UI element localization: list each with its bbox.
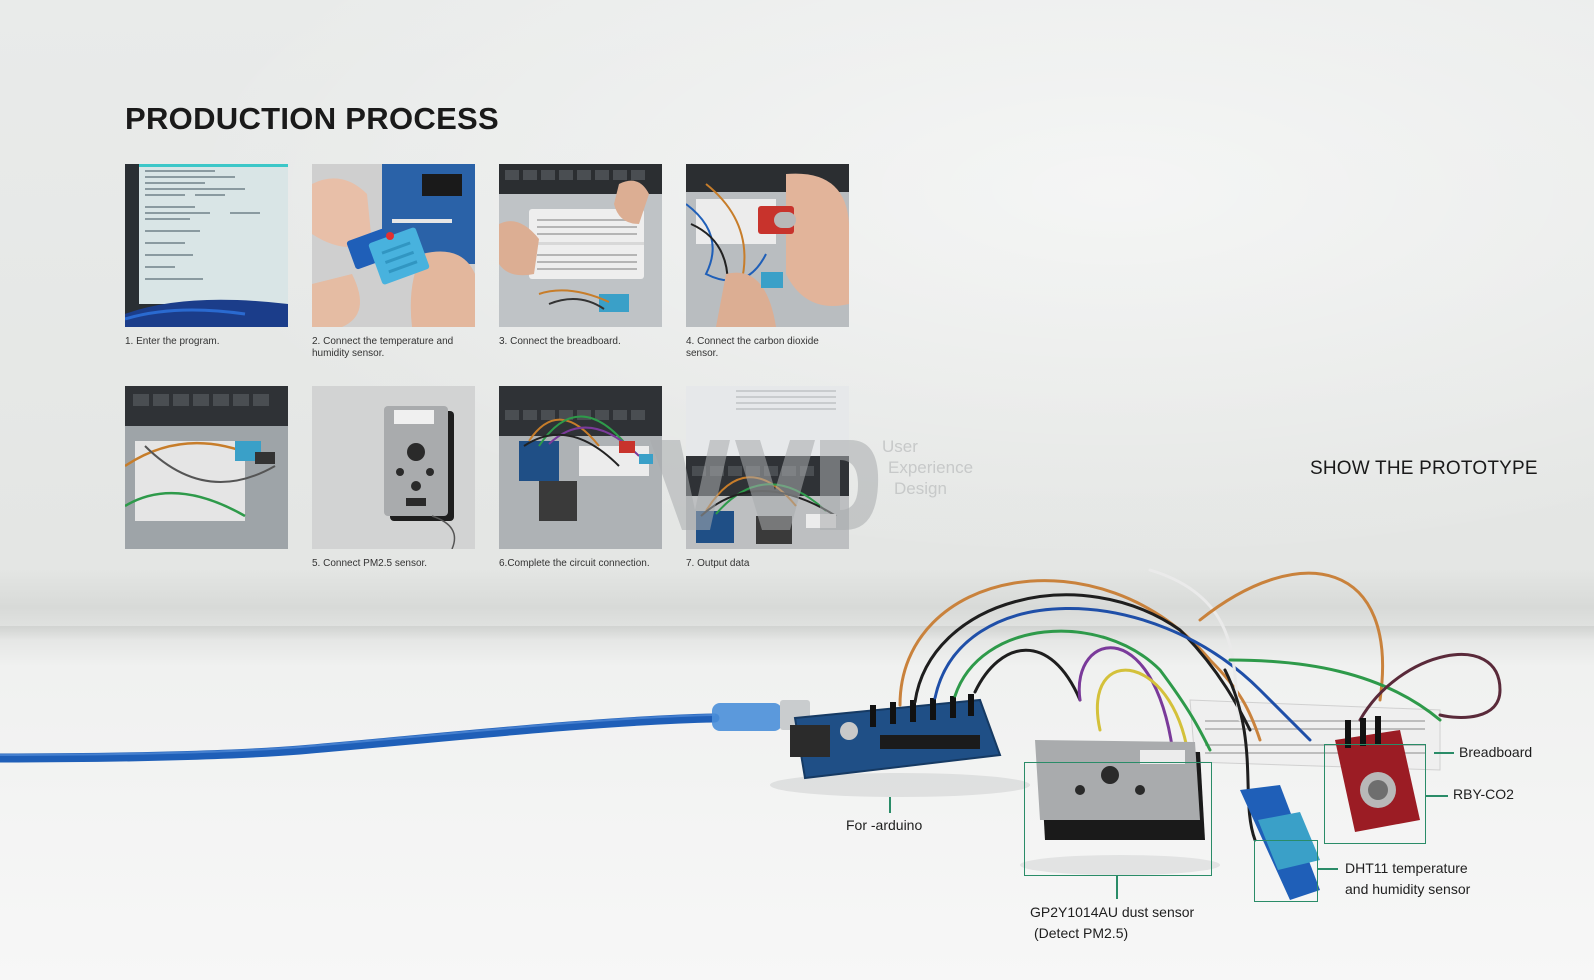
prototype-photo: [0, 568, 1502, 900]
step-7-caption: 7. Output data: [686, 558, 750, 569]
step-7-photo: [686, 386, 849, 549]
dust-sensor-label: GP2Y1014AU dust sensor (Detect PM2.5): [1030, 902, 1194, 944]
step-4-photo: [686, 164, 849, 327]
dust-sensor-leader-line: [1116, 875, 1118, 899]
dust-sensor-label-line-2: (Detect PM2.5): [1034, 925, 1129, 941]
dht11-highlight-box: [1254, 840, 1318, 902]
dht11-label-line-1: DHT11 temperature: [1345, 860, 1468, 876]
step-3-caption: 3. Connect the breadboard.: [499, 336, 621, 347]
step-2-caption: 2. Connect the temperature and humidity …: [312, 336, 454, 359]
process-step-2: 2. Connect the temperature and humidity …: [312, 164, 475, 360]
watermark-line-2: Experience: [888, 458, 974, 477]
process-step-5: 5. Connect PM2.5 sensor.: [312, 386, 475, 570]
watermark-line-1: User: [882, 437, 918, 456]
dht11-leader-line: [1318, 868, 1338, 870]
step-2-photo: [312, 164, 475, 327]
dht11-label-line-2: and humidity sensor: [1345, 881, 1471, 897]
co2-sensor-highlight-box: [1324, 744, 1426, 844]
arduino-label: For -arduino: [846, 817, 923, 833]
breadboard-label: Breadboard: [1459, 744, 1533, 760]
dust-sensor-highlight-box: [1024, 762, 1212, 876]
step-1-photo: [125, 164, 288, 327]
step-6-caption: 6.Complete the circuit connection.: [499, 558, 650, 569]
step-1-caption: 1. Enter the program.: [125, 336, 220, 347]
watermark-line-3: Design: [894, 479, 947, 498]
step-5-photo: [125, 386, 288, 549]
step-6-photo: [499, 386, 662, 549]
prototype-title: SHOW THE PROTOTYPE: [1310, 458, 1538, 479]
co2-leader-line: [1426, 795, 1448, 797]
breadboard-leader-line: [1434, 752, 1454, 754]
process-step-5-photo-block: [125, 386, 288, 549]
process-step-6: 6.Complete the circuit connection.: [499, 386, 662, 570]
table-edge: [0, 626, 1594, 640]
process-step-4: 4. Connect the carbon dioxide sensor.: [686, 164, 849, 360]
pm25-sensor-photo: [312, 386, 475, 549]
page-title: PRODUCTION PROCESS: [125, 101, 499, 136]
dust-sensor-label-line-1: GP2Y1014AU dust sensor: [1030, 904, 1195, 920]
dht11-label: DHT11 temperature and humidity sensor: [1345, 858, 1470, 900]
step-3-photo: [499, 164, 662, 327]
arduino-leader-line: [889, 797, 891, 813]
step-5-caption: 5. Connect PM2.5 sensor.: [312, 558, 428, 569]
process-step-3: 3. Connect the breadboard.: [499, 164, 662, 348]
process-step-1: 1. Enter the program.: [125, 164, 288, 348]
step-4-caption: 4. Connect the carbon dioxide sensor.: [686, 336, 819, 359]
watermark-text: User Experience Design: [882, 436, 973, 499]
co2-label: RBY-CO2: [1453, 786, 1514, 802]
